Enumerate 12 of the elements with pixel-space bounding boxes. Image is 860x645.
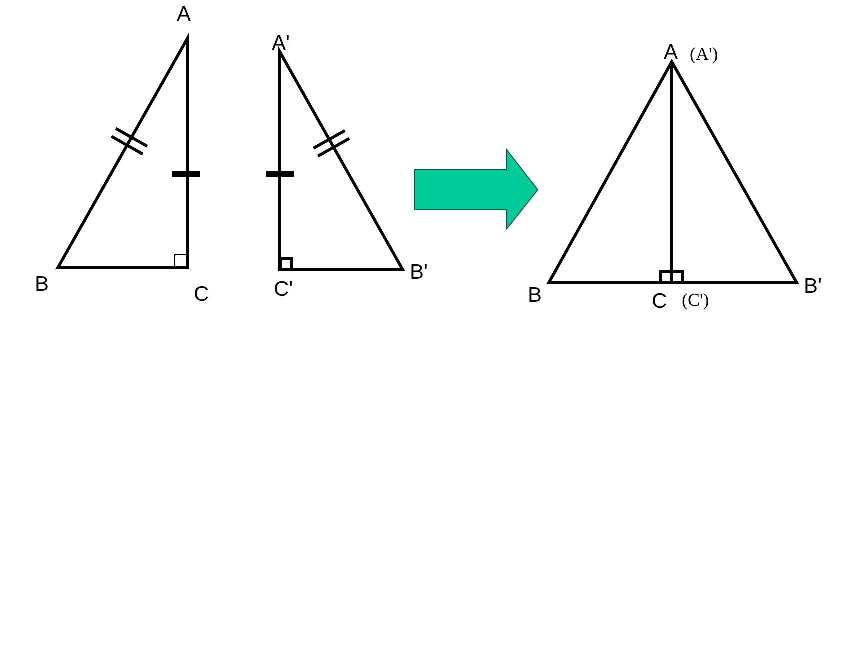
vertex-label: B' bbox=[410, 262, 428, 283]
vertex-label: A bbox=[664, 42, 678, 63]
vertex-label: B bbox=[35, 274, 50, 295]
vertex-label: C bbox=[194, 284, 210, 305]
vertex-label: A' bbox=[272, 33, 290, 54]
vertex-label: (A') bbox=[690, 45, 718, 63]
vertex-label: A bbox=[177, 4, 192, 25]
vertex-label: B bbox=[528, 285, 542, 306]
vertex-label: (C') bbox=[682, 291, 710, 309]
vertex-label: C bbox=[652, 291, 668, 312]
vertex-label: C' bbox=[274, 279, 294, 300]
vertex-label: B' bbox=[804, 276, 822, 297]
